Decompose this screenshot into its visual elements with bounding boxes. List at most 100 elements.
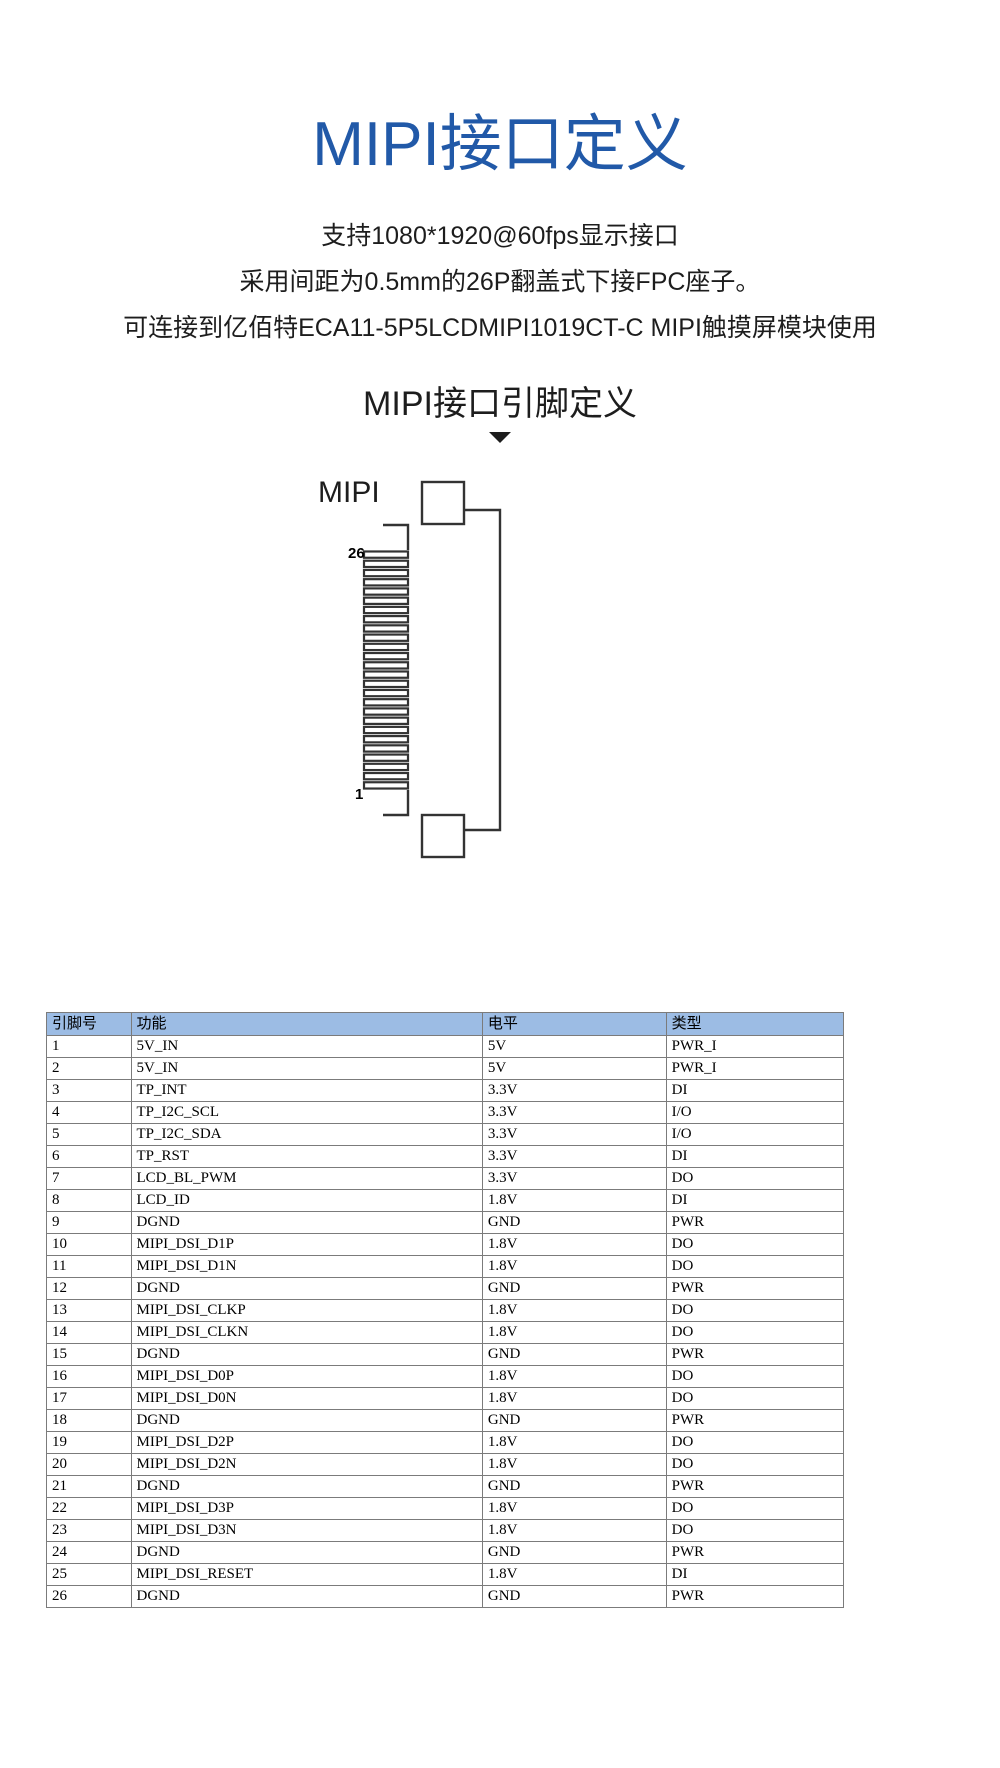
cell-function: MIPI_DSI_CLKP [130,1299,483,1322]
cell-level: GND [481,1409,667,1432]
connector-pin [362,762,410,772]
connector-pin [362,651,410,661]
cell-function: DGND [130,1541,483,1564]
cell-pin-number: 14 [46,1321,132,1344]
cell-level: 1.8V [481,1387,667,1410]
cell-level: 1.8V [481,1497,667,1520]
cell-function: MIPI_DSI_RESET [130,1563,483,1586]
subtitle-block: 支持1080*1920@60fps显示接口 采用间距为0.5mm的26P翻盖式下… [0,213,1000,351]
connector-pin [362,688,410,698]
table-header-row: 引脚号 功能 电平 类型 [46,1012,845,1036]
subtitle-line-1: 支持1080*1920@60fps显示接口 [321,222,679,250]
cell-function: DGND [130,1475,483,1498]
pin-top-label: 26 [348,545,365,562]
cell-pin-number: 17 [46,1387,132,1410]
cell-pin-number: 25 [46,1563,132,1586]
cell-type: PWR_I [665,1057,845,1080]
page-title: MIPI接口定义 [312,110,688,179]
cell-pin-number: 19 [46,1431,132,1454]
connector-pin [362,596,410,606]
cell-type: PWR [665,1541,845,1564]
cell-pin-number: 1 [46,1035,132,1058]
cell-function: DGND [130,1343,483,1366]
cell-type: PWR [665,1277,845,1300]
triangle-down-icon [489,432,511,443]
cell-type: DO [665,1387,845,1410]
cell-function: TP_INT [130,1079,483,1102]
cell-type: PWR [665,1409,845,1432]
section-heading: MIPI接口引脚定义 [363,385,637,423]
connector-pin [362,559,410,569]
cell-pin-number: 2 [46,1057,132,1080]
cell-type: DO [665,1321,845,1344]
connector-label: MIPI [318,476,380,509]
connector-pin [362,550,410,559]
cell-level: GND [481,1211,667,1234]
cell-level: 1.8V [481,1453,667,1476]
cell-pin-number: 26 [46,1585,132,1608]
connector-pin [362,734,410,744]
cell-pin-number: 11 [46,1255,132,1278]
cell-pin-number: 15 [46,1343,132,1366]
connector-pin [362,679,410,689]
cell-function: TP_I2C_SCL [130,1101,483,1124]
cell-level: GND [481,1541,667,1564]
cell-level: 3.3V [481,1167,667,1190]
cell-pin-number: 21 [46,1475,132,1498]
cell-function: TP_RST [130,1145,483,1168]
cell-level: 1.8V [481,1299,667,1322]
cell-level: 3.3V [481,1079,667,1102]
cell-type: PWR [665,1475,845,1498]
subtitle-line-2: 采用间距为0.5mm的26P翻盖式下接FPC座子。 [239,268,761,296]
cell-level: 5V [481,1035,667,1058]
pin-bottom-label: 1 [355,786,363,803]
cell-function: 5V_IN [130,1057,483,1080]
connector-pin [362,771,410,781]
cell-function: MIPI_DSI_CLKN [130,1321,483,1344]
cell-pin-number: 16 [46,1365,132,1388]
cell-function: DGND [130,1585,483,1608]
cell-function: MIPI_DSI_D3N [130,1519,483,1542]
cell-function: DGND [130,1277,483,1300]
cell-type: I/O [665,1123,845,1146]
connector-pin [362,578,410,587]
cell-level: GND [481,1585,667,1608]
cell-type: DO [665,1453,845,1476]
mipi-connector-diagram: MIPI 26 1 [300,470,620,870]
cell-function: LCD_ID [130,1189,483,1212]
connector-pin [362,587,410,596]
column-header-level: 电平 [481,1012,667,1036]
cell-pin-number: 20 [46,1453,132,1476]
cell-type: DO [665,1365,845,1388]
cell-pin-number: 8 [46,1189,132,1212]
connector-pin [362,624,410,633]
connector-pin [362,744,410,753]
cell-level: 1.8V [481,1233,667,1256]
cell-type: PWR [665,1343,845,1366]
cell-type: I/O [665,1101,845,1124]
cell-level: 1.8V [481,1255,667,1278]
column-header-pin: 引脚号 [46,1012,132,1036]
cell-pin-number: 9 [46,1211,132,1234]
cell-pin-number: 23 [46,1519,132,1542]
cell-pin-number: 24 [46,1541,132,1564]
